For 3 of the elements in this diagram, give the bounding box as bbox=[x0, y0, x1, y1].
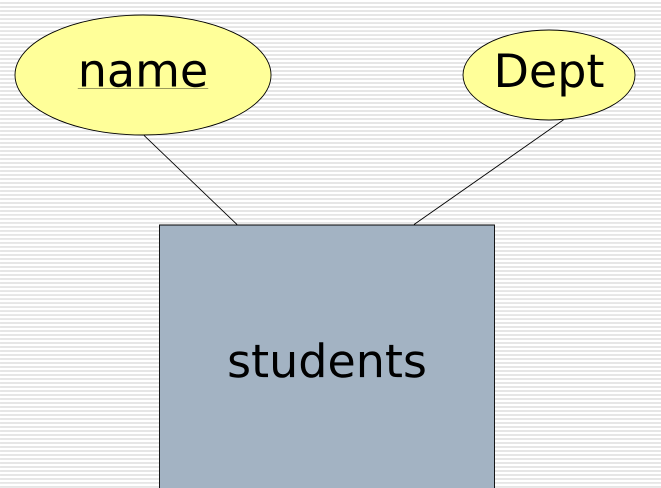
entity-box: students bbox=[159, 224, 495, 488]
connector-line bbox=[414, 119, 564, 225]
connector-line bbox=[144, 135, 238, 225]
